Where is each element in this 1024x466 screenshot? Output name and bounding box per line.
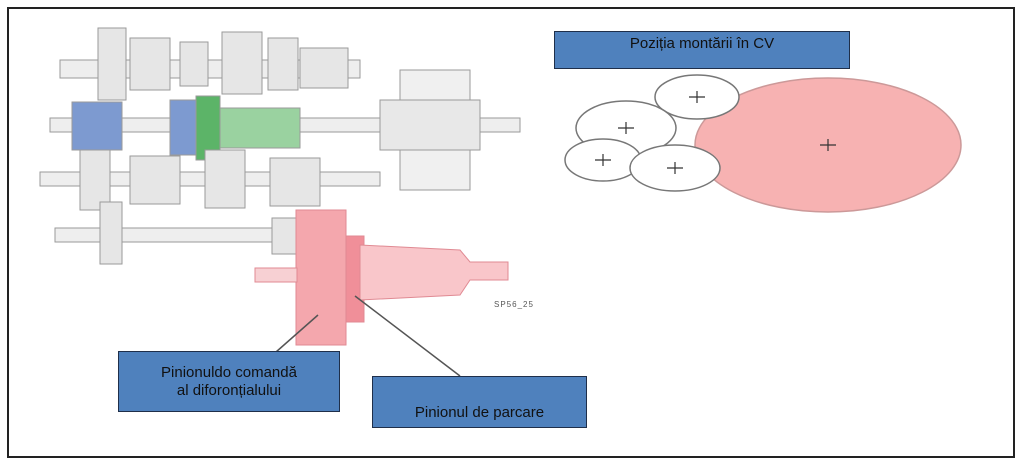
parking-pinion-shaft [359,244,509,301]
gear [97,27,127,101]
mount-position-text: Poziția montării în CV [629,35,775,52]
diff-drive-pinion-line1: Pinionuldo comandă [161,364,297,381]
parking-pinion-text: Pinionul de parcare [414,404,545,421]
blue-gear [71,101,123,151]
parking-pinion-label: Pinionul de parcare [372,376,587,428]
leader-lines [275,295,461,377]
differential-drive-pinion [254,209,509,346]
gear-layout-view [564,74,962,213]
green-gear [195,95,221,161]
figure-code: SP56_25 [494,300,534,309]
diff-drive-pinion-label: Pinionuldo comandă al diforonțialului [118,351,340,412]
blue-gear [169,99,197,156]
green-shaft [219,107,301,149]
drive-pinion-gear [295,209,347,346]
diagram-frame [7,7,1015,458]
gearbox-cross-section [39,27,521,265]
center-marks [595,91,836,174]
mount-position-label: Poziția montării în CV [554,31,850,69]
diff-drive-pinion-line2: al diforonțialului [176,382,282,399]
